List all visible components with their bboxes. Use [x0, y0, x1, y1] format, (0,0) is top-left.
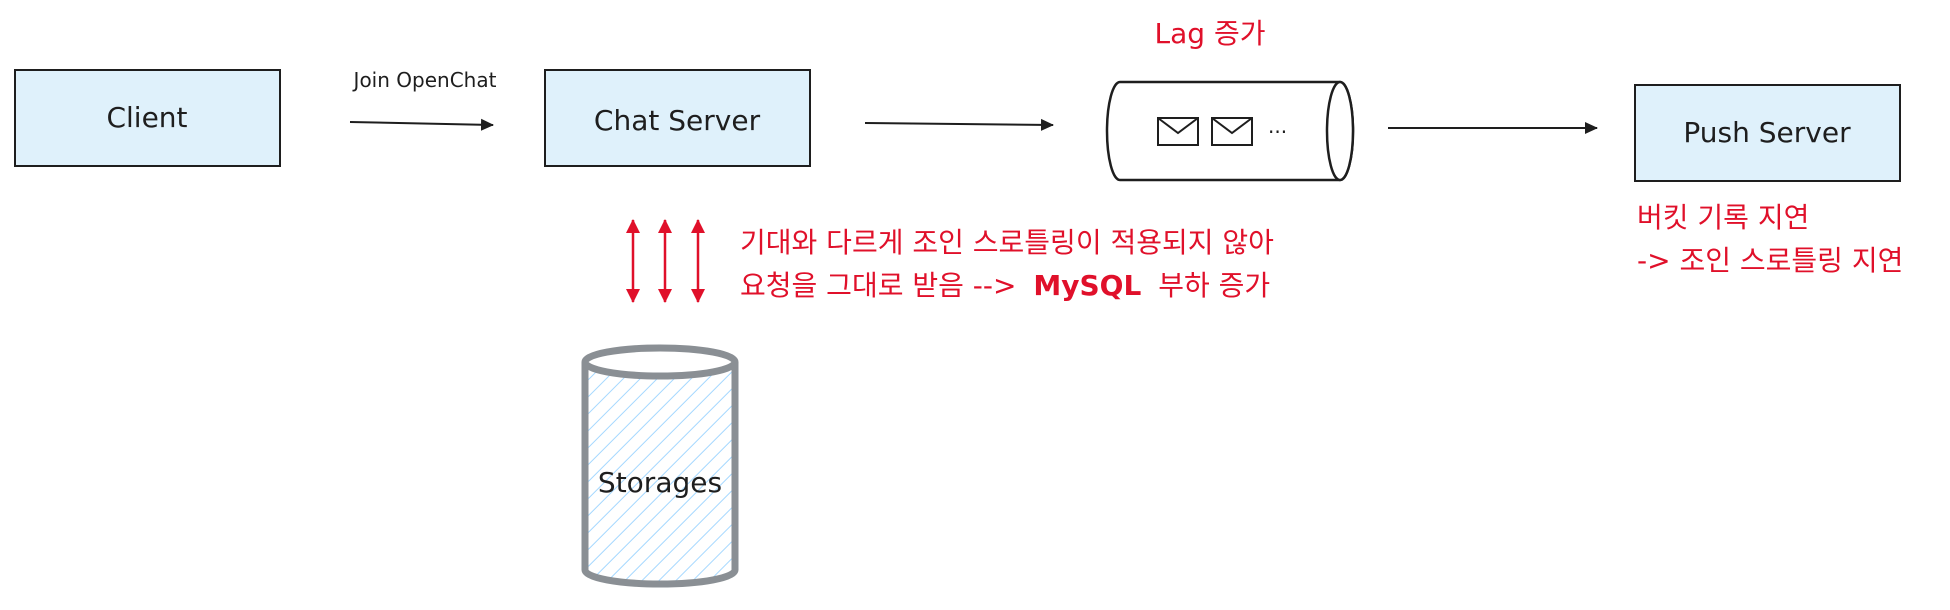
- client-label: Client: [106, 101, 187, 134]
- chat-server-label: Chat Server: [594, 104, 761, 137]
- mysql-annotation-line2: 요청을 그대로 받음 --> MySQL 부하 증가: [740, 269, 1270, 302]
- push-server-label: Push Server: [1683, 116, 1851, 149]
- mysql-annotation-suffix: 부하 증가: [1158, 269, 1270, 302]
- mysql-annotation-prefix: 요청을 그대로 받음 -->: [740, 269, 1016, 302]
- mysql-annotation-highlight: MySQL: [1033, 269, 1141, 302]
- chat-server-node: Chat Server: [544, 69, 811, 167]
- client-box: [14, 69, 281, 167]
- push-annotation-line2: -> 조인 스로틀링 지연: [1637, 244, 1903, 277]
- arrow-chat-to-queue: [864, 118, 1054, 131]
- push-server-box: [1634, 84, 1901, 182]
- storage-node: Storages: [581, 344, 739, 588]
- chat-server-box: [544, 69, 811, 167]
- storage-label: Storages: [598, 466, 722, 499]
- storage-outline: [581, 362, 739, 588]
- mysql-annotation-line1: 기대와 다르게 조인 스로틀링이 적용되지 않아: [740, 226, 1274, 259]
- envelope-icon: [1211, 117, 1253, 146]
- arrow-client-to-chat: [349, 118, 494, 131]
- storage-top: [581, 344, 739, 380]
- edge-client-to-chat: Join OpenChat: [349, 68, 497, 131]
- message-queue: ...: [1105, 80, 1355, 182]
- queue-ellipsis: ...: [1268, 114, 1287, 138]
- envelope-icon: [1157, 117, 1199, 146]
- lag-annotation: Lag 증가: [1155, 17, 1266, 50]
- edge-label-join-openchat: Join OpenChat: [352, 68, 497, 92]
- mysql-load-arrows: [626, 219, 705, 303]
- queue-end-cap: [1325, 80, 1355, 182]
- push-server-node: Push Server: [1634, 84, 1901, 182]
- push-annotation-line1: 버킷 기록 지연: [1637, 201, 1809, 234]
- client-node: Client: [14, 69, 281, 167]
- storage-hatch: [585, 348, 735, 584]
